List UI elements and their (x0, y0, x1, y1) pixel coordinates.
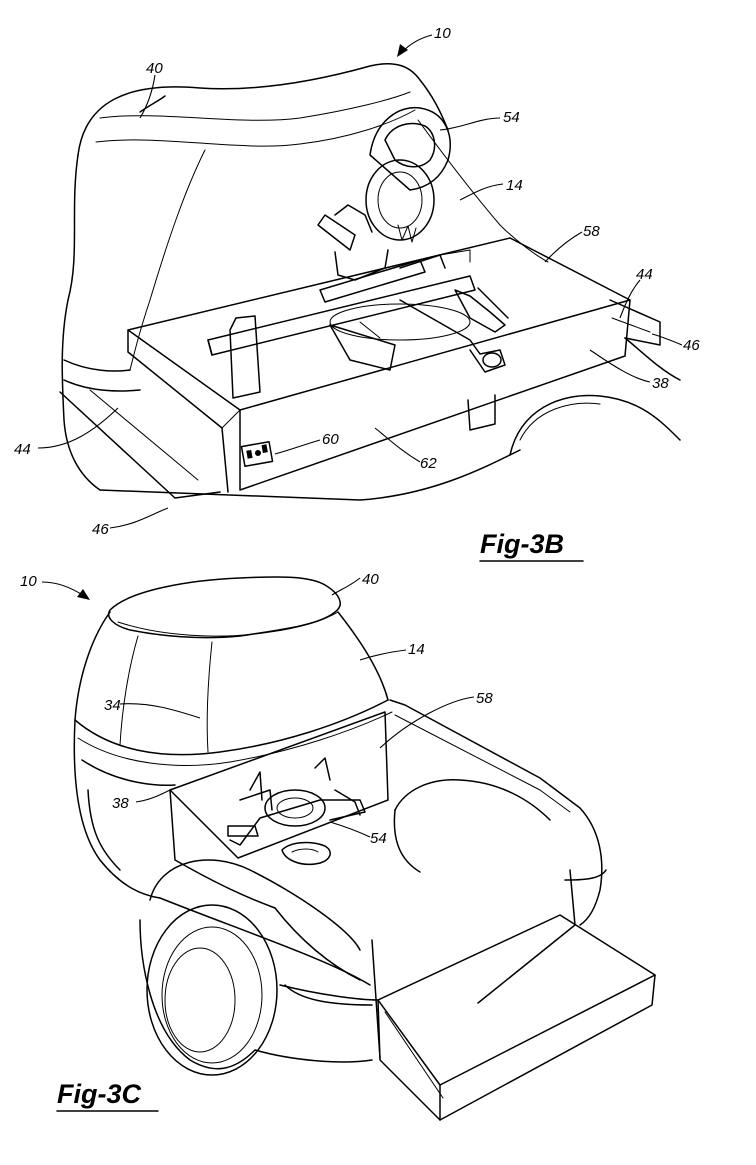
ref-40: 40 (146, 60, 163, 77)
ref-14: 14 (506, 177, 523, 194)
truck-body-3c (73, 699, 656, 1121)
ref-38: 38 (652, 375, 669, 392)
ref-14: 14 (408, 641, 425, 658)
ref-54: 54 (370, 830, 387, 847)
ref-10: 10 (20, 573, 37, 590)
ref-10: 10 (434, 25, 451, 42)
leaders-3c (41, 577, 475, 838)
ref-40: 40 (362, 571, 379, 588)
ref-58: 58 (476, 690, 493, 707)
figure-3b: 10 40 54 14 58 44 46 38 44 60 62 46 Fig-… (14, 25, 700, 562)
miter-saw-3b (207, 106, 509, 399)
ref-54: 54 (503, 109, 520, 126)
ref-44-left: 44 (14, 441, 31, 458)
ref-46-left: 46 (92, 521, 109, 538)
stowed-platform-3c (169, 711, 389, 866)
figure-3c: 10 40 14 58 34 38 54 Fig-3C (20, 571, 656, 1121)
enclosure-shell-3b (59, 62, 681, 501)
ref-58: 58 (583, 223, 600, 240)
work-table-3b (127, 237, 631, 493)
leaders-3b (37, 34, 683, 529)
labels-3c: 10 40 14 58 34 38 54 Fig-3C (20, 571, 493, 1112)
ref-46-right: 46 (683, 337, 700, 354)
labels-3b: 10 40 54 14 58 44 46 38 44 60 62 46 Fig-… (14, 25, 700, 562)
ref-34: 34 (104, 697, 121, 714)
ref-44-right: 44 (636, 266, 653, 283)
ref-60: 60 (322, 431, 339, 448)
figure-caption-3b: Fig-3B (480, 529, 564, 559)
ref-38: 38 (112, 795, 129, 812)
enclosure-cap-3c (74, 576, 393, 786)
figure-caption-3c: Fig-3C (57, 1079, 141, 1109)
ref-62: 62 (420, 455, 437, 472)
